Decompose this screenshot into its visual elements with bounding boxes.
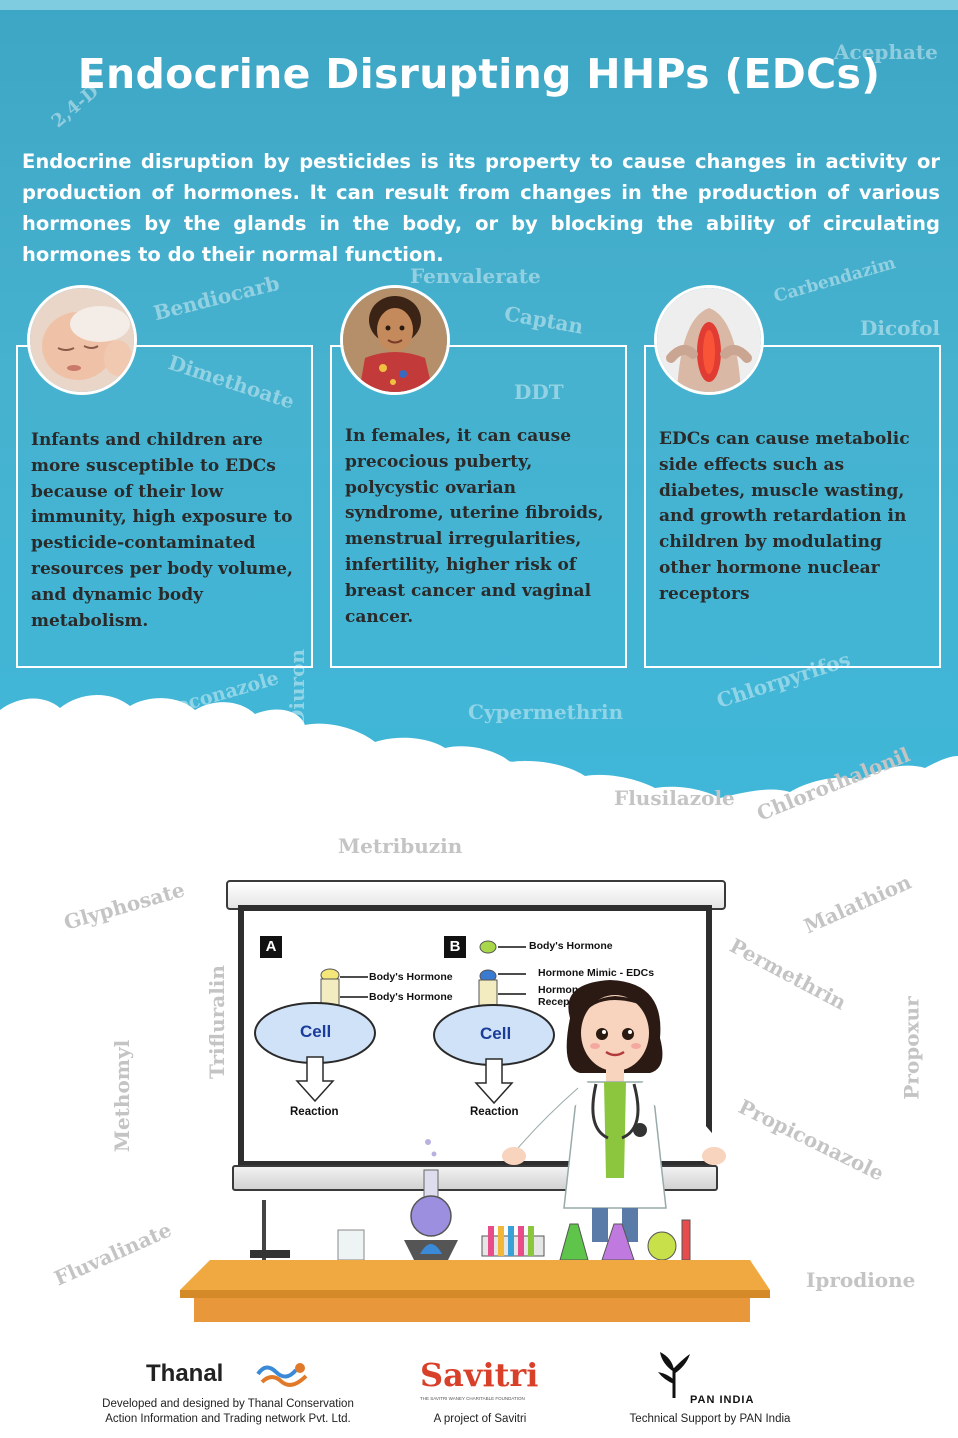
panel-a-receptor-label: Body's Hormone (369, 991, 453, 1003)
panel-a-cell: Cell (300, 1022, 332, 1041)
page-title: Endocrine Disrupting HHPs (EDCs) (77, 50, 881, 98)
lab-table (180, 1139, 770, 1322)
savitri-logo: Savitri (420, 1356, 539, 1394)
pesticide-trifluralin: Trifluralin (204, 965, 229, 1079)
pesticide-carbofuran: Carbofuran (402, 752, 530, 776)
pan-india-emblem (658, 1352, 690, 1398)
panel-a-hormone-label: Body's Hormone (369, 971, 453, 983)
pesticide-fenvalerate: Fenvalerate (410, 264, 541, 288)
pesticide-fluvalinate: Fluvalinate (50, 1217, 176, 1291)
card-females (330, 345, 627, 668)
panel-b-diagram (433, 940, 555, 1105)
panel-b-receptor-label-1: Hormone (538, 984, 585, 996)
cloud-divider (0, 694, 958, 840)
panel-a-label: A (260, 936, 282, 958)
card-infants-text: Infants and children are more susceptibl… (31, 430, 293, 631)
scientist-illustration (502, 980, 726, 1242)
header-background (0, 0, 958, 830)
pesticide-malathion: Malathion (800, 869, 915, 939)
pesticide-flusilazole: Flusilazole (614, 786, 735, 810)
panel-a-reaction: Reaction (290, 1106, 339, 1118)
pesticide-dicofol: Dicofol (860, 316, 940, 340)
thanal-emblem (256, 1363, 308, 1387)
panel-b-mimic-label: Hormone Mimic - EDCs (538, 967, 655, 979)
panel-a-diagram (254, 968, 376, 1103)
card-metabolic-text: EDCs can cause metabolic side effects su… (659, 429, 910, 604)
thanal-credit-line-1: Developed and designed by Thanal Conserv… (102, 1398, 354, 1410)
pesticide-cypermethrin: Cypermethrin (468, 700, 624, 724)
panel-b-reaction: Reaction (470, 1106, 519, 1118)
pan-india-logo: PAN INDIA (690, 1394, 755, 1406)
pesticide-permethrin: Permethrin (725, 933, 851, 1015)
top-strip (0, 0, 958, 10)
pan-india-credit: Technical Support by PAN India (629, 1413, 791, 1425)
pesticide-ddt: DDT (514, 380, 564, 404)
card-females-text: In females, it can cause precocious pube… (345, 426, 604, 627)
card-infants (16, 345, 313, 668)
back-pain-photo (654, 285, 764, 395)
pesticide-propoxur: Propoxur (899, 996, 924, 1100)
pesticide-methomyl: Methomyl (110, 1039, 135, 1153)
thanal-credit-line-2: Action Information and Trading network P… (105, 1413, 351, 1425)
pesticide-glyphosate: Glyphosate (61, 877, 188, 935)
girl-photo (340, 285, 450, 395)
intro-paragraph: Endocrine disruption by pesticides is it… (22, 150, 940, 266)
thanal-logo: Thanal (146, 1360, 224, 1387)
pesticide-metribuzin: Metribuzin (338, 834, 463, 858)
card-metabolic (644, 345, 941, 668)
pesticide-acephate: Acephate (834, 40, 938, 64)
infant-photo (27, 285, 137, 395)
panel-b-label: B (444, 936, 466, 958)
savitri-subtitle: THE SAVITRI WANEY CHARITABLE FOUNDATION (420, 1396, 525, 1401)
pesticide-iprodione: Iprodione (806, 1268, 916, 1292)
panel-b-cell: Cell (480, 1024, 512, 1043)
savitri-credit: A project of Savitri (433, 1413, 527, 1425)
panel-b-hormone-label: Body's Hormone (529, 940, 613, 952)
